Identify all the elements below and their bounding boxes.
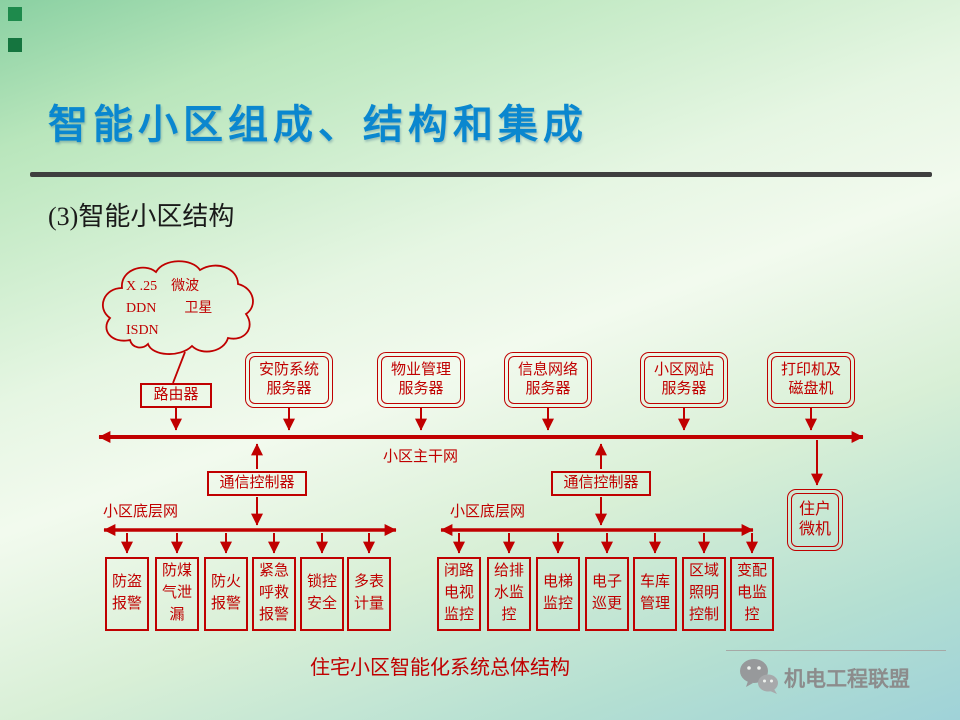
brand-text: 机电工程联盟 (784, 668, 910, 691)
device-box-multi-meter: 多表 计量 (347, 557, 391, 631)
server-box-security: 安防系统 服务器 (245, 352, 333, 408)
server-label: 物业管理 服务器 (381, 356, 461, 404)
footer-divider (726, 650, 946, 651)
controller-box-left: 通信控制器 (207, 471, 307, 496)
corner-mark-bottom (8, 38, 22, 52)
server-label: 打印机及 磁盘机 (771, 356, 851, 404)
server-box-website: 小区网站 服务器 (640, 352, 728, 408)
wechat-icon (740, 659, 778, 694)
device-box-patrol: 电子 巡更 (585, 557, 629, 631)
corner-mark-top (8, 7, 22, 21)
server-label: 信息网络 服务器 (508, 356, 588, 404)
section-heading: (3)智能小区结构 (48, 202, 235, 231)
resident-pc-label: 住户 微机 (791, 493, 839, 547)
device-box-water-monitor: 给排 水监 控 (487, 557, 531, 631)
diagram-caption: 住宅小区智能化系统总体结构 (310, 657, 570, 679)
lower-net-label-right: 小区底层网 (450, 504, 526, 520)
device-box-lighting: 区域 照明 控制 (682, 557, 726, 631)
resident-pc-box: 住户 微机 (787, 489, 843, 551)
server-box-info-network: 信息网络 服务器 (504, 352, 592, 408)
server-label: 小区网站 服务器 (644, 356, 724, 404)
device-box-garage: 车库 管理 (633, 557, 677, 631)
controller-box-right: 通信控制器 (551, 471, 651, 496)
device-box-emergency-call: 紧急 呼救 报警 (252, 557, 296, 631)
lower-net-label-left: 小区底层网 (103, 504, 179, 520)
slide-title: 智能小区组成、结构和集成 (48, 102, 588, 147)
router-box: 路由器 (140, 383, 212, 408)
device-box-fire-alarm: 防火 报警 (204, 557, 248, 631)
server-box-printer-disk: 打印机及 磁盘机 (767, 352, 855, 408)
server-label: 安防系统 服务器 (249, 356, 329, 404)
device-box-elevator-monitor: 电梯 监控 (536, 557, 580, 631)
device-box-power-monitor: 变配 电监 控 (730, 557, 774, 631)
title-divider (30, 172, 932, 177)
cloud-label: X .25 微波 DDN 卫星 ISDN (126, 279, 213, 338)
device-box-lock-control: 锁控 安全 (300, 557, 344, 631)
backbone-label: 小区主干网 (383, 449, 459, 465)
device-box-cctv: 闭路 电视 监控 (437, 557, 481, 631)
server-box-property: 物业管理 服务器 (377, 352, 465, 408)
device-box-burglar-alarm: 防盗 报警 (105, 557, 149, 631)
device-box-gas-leak: 防煤 气泄 漏 (155, 557, 199, 631)
